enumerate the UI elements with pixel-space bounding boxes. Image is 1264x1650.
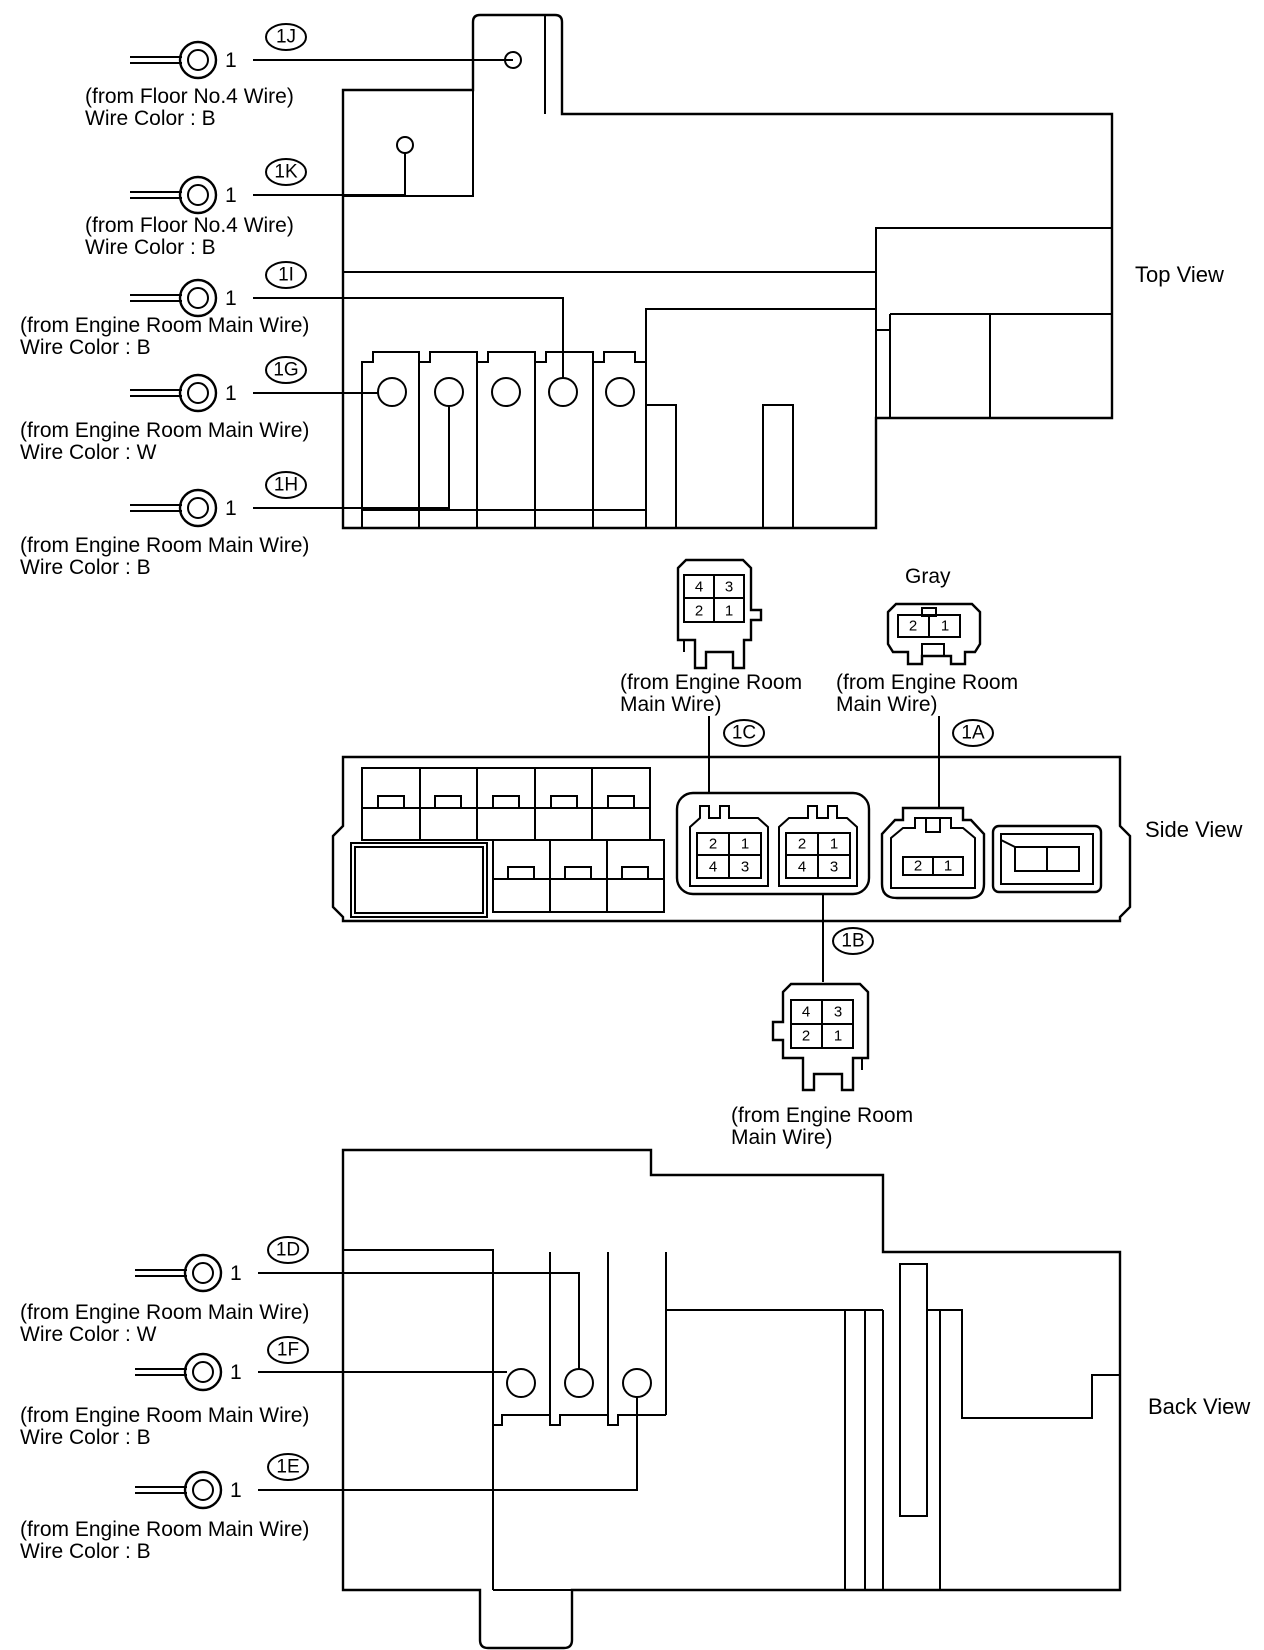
pin-number: 2 [695,603,703,620]
ring-terminal-icon [183,1470,223,1510]
top-view-body [341,13,1114,530]
connector-1a-color: Gray [905,565,951,588]
terminal-code: 1G [273,360,298,381]
back-view [341,1148,1122,1650]
connector-1a: Gray 2 1 (from Engine Room Main Wire) 1A [836,565,1018,808]
pin-number: 1 [941,618,949,635]
pin-number: 2 [914,858,922,875]
pin-number: 1 [830,836,838,853]
terminal-source: (from Floor No.4 Wire) [85,85,294,108]
connector-1c-source-line1: (from Engine Room [620,671,802,694]
side-socket-1c: 2 1 4 3 [689,805,769,887]
terminal-source: (from Engine Room Main Wire) [20,1404,309,1427]
pin-number: 4 [709,859,717,876]
side-socket-1b: 2 1 4 3 [778,805,858,887]
terminal-code: 1D [276,1240,300,1261]
ring-terminal-icon [183,1352,223,1392]
terminal-1i: 1 1I (from Engine Room Main Wire)Wire Colo… [20,261,564,378]
terminal-1k: 1 1K (from Floor No.4 Wire)Wire Color : B [85,153,406,259]
pin-number: 2 [909,618,917,635]
pin-number: 1 [741,836,749,853]
terminal-source: (from Engine Room Main Wire) [20,534,309,557]
terminal-code: 1E [276,1457,299,1478]
top-view [341,13,1114,530]
terminal-1h: 11H(from Engine Room Main Wire)Wire Colo… [20,406,450,579]
terminal-wire-color: Wire Color : W [20,1323,157,1346]
terminal-pin: 1 [225,287,237,310]
back-view-label: Back View [1148,1394,1250,1419]
connector-1b-code: 1B [841,931,864,952]
pin-number: 1 [834,1028,842,1045]
terminal-code: 1F [277,1340,299,1361]
terminal-code: 1J [276,27,296,48]
terminal-source: (from Engine Room Main Wire) [20,314,309,337]
pin-number: 1 [944,858,952,875]
terminal-source: (from Floor No.4 Wire) [85,214,294,237]
terminal-source: (from Engine Room Main Wire) [20,1301,309,1324]
pin-number: 3 [830,859,838,876]
side-view-label: Side View [1145,817,1243,842]
terminal-source: (from Engine Room Main Wire) [20,419,309,442]
terminal-code: 1K [274,162,298,183]
connector-1c: 4 3 2 1 (from Engine Room Main Wire) 1C [620,558,802,793]
terminal-pin: 1 [230,1262,242,1285]
terminal-pin: 1 [225,382,237,405]
pin-number: 2 [798,836,806,853]
terminal-pin: 1 [225,497,237,520]
ring-terminal-icon [178,40,218,80]
pin-number: 3 [741,859,749,876]
terminal-wire-color: Wire Color : B [20,1540,151,1563]
connector-1b-source-line2: Main Wire) [731,1126,833,1149]
pin-number: 4 [695,579,703,596]
terminal-1j: 1 1J (from Floor No.4 Wire)Wire Color : B [85,23,513,130]
ring-terminal-icon [183,1253,223,1293]
ring-terminal-icon [178,175,218,215]
terminal-code: 1I [278,265,294,286]
ring-terminal-icon [178,373,218,413]
terminal-wire-color: Wire Color : B [20,556,151,579]
top-view-label: Top View [1135,262,1224,287]
terminal-source: (from Engine Room Main Wire) [20,1518,309,1541]
ring-terminal-icon [178,488,218,528]
terminal-wire-color: Wire Color : B [20,336,151,359]
side-view-body [331,755,1132,923]
pin-number: 3 [725,579,733,596]
terminal-1e: 11E(from Engine Room Main Wire)Wire Colo… [20,1397,638,1563]
back-view-body [341,1148,1122,1650]
connector-1a-source-line1: (from Engine Room [836,671,1018,694]
side-socket-1a: 2 1 [880,806,986,900]
terminal-wire-color: Wire Color : B [85,107,216,130]
terminal-pin: 1 [225,184,237,207]
terminal-1d: 1 1D (from Engine Room Main Wire)Wire Colo… [20,1236,580,1369]
connector-1c-source-line2: Main Wire) [620,693,722,716]
terminal-pin: 1 [230,1479,242,1502]
connector-1b-source-line1: (from Engine Room [731,1104,913,1127]
terminal-pin: 1 [230,1361,242,1384]
pin-number: 4 [798,859,806,876]
ring-terminals: 11J(from Floor No.4 Wire)Wire Color : B1… [20,23,638,1563]
terminal-wire-color: Wire Color : B [85,236,216,259]
side-view: 2 1 4 3 2 1 4 3 2 1 [331,755,1132,923]
terminal-code: 1H [274,475,298,496]
pin-number: 2 [709,836,717,853]
side-socket-right-end [991,824,1103,894]
connector-1a-source-line2: Main Wire) [836,693,938,716]
pin-number: 2 [802,1028,810,1045]
terminal-wire-color: Wire Color : W [20,441,157,464]
terminal-wire-color: Wire Color : B [20,1426,151,1449]
pin-number: 1 [725,603,733,620]
terminal-1f: 1 1F (from Engine Room Main Wire)Wire Colo… [20,1336,507,1449]
terminal-1g: 1 1G (from Engine Room Main Wire)Wire Colo… [20,356,378,464]
pin-number: 3 [834,1004,842,1021]
connector-1b: 1B 4 3 2 1 (from Engine Room Main Wire) [731,894,913,1149]
connector-1a-code: 1A [961,723,985,744]
ring-terminal-icon [178,278,218,318]
pin-number: 4 [802,1004,810,1021]
terminal-pin: 1 [225,49,237,72]
connector-1c-code: 1C [732,723,756,744]
